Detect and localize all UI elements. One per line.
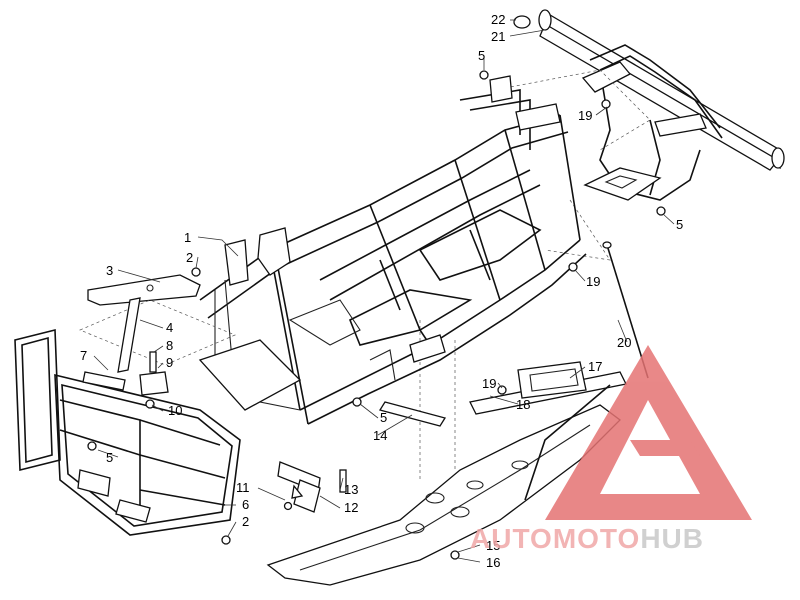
- callout-12: 12: [344, 500, 358, 515]
- callout-16: 16: [486, 555, 500, 570]
- callout-5: 5: [106, 450, 113, 465]
- callout-9: 9: [166, 355, 173, 370]
- callout-2: 2: [242, 514, 249, 529]
- callout-5: 5: [478, 48, 485, 63]
- fasteners: [87, 15, 666, 545]
- watermark-brand: AUTOMOTOHUB: [470, 523, 704, 554]
- callout-18: 18: [516, 397, 530, 412]
- callout-14: 14: [373, 428, 387, 443]
- callout-5: 5: [676, 217, 683, 232]
- callout-2: 2: [186, 250, 193, 265]
- callout-4: 4: [166, 320, 173, 335]
- callout-labels: 1 2 3 4 8 9 10 7 5 11 6 2 13 12 5 14 15 …: [80, 12, 683, 570]
- small-plate: [378, 401, 447, 427]
- leader-lines: [93, 19, 675, 563]
- mount-plate: [277, 461, 347, 513]
- front-bracket-upper: [79, 274, 236, 366]
- callout-22: 22: [491, 12, 505, 27]
- front-strut: [117, 297, 169, 409]
- front-bumper: [14, 328, 241, 536]
- callout-5: 5: [380, 410, 387, 425]
- callout-15: 15: [486, 538, 500, 553]
- side-rail: [469, 361, 627, 501]
- callout-19: 19: [586, 274, 600, 289]
- callout-20: 20: [617, 335, 631, 350]
- callout-21: 21: [491, 29, 505, 44]
- watermark-brand-part1: AUTOMOTO: [470, 523, 640, 554]
- callout-8: 8: [166, 338, 173, 353]
- callout-10: 10: [168, 403, 182, 418]
- callout-1: 1: [184, 230, 191, 245]
- support-rod: [602, 241, 649, 379]
- watermark-logo-bar: [630, 440, 700, 456]
- watermark-brand-part2: HUB: [640, 523, 704, 554]
- main-frame: [198, 75, 587, 425]
- callout-3: 3: [106, 263, 113, 278]
- rear-rack: [538, 9, 785, 201]
- callout-11: 11: [236, 480, 250, 495]
- callout-7: 7: [80, 348, 87, 363]
- callout-13: 13: [344, 482, 358, 497]
- watermark-logo-triangle: [545, 345, 752, 520]
- callout-17: 17: [588, 359, 602, 374]
- callout-6: 6: [242, 497, 249, 512]
- skid-plate: [266, 404, 621, 586]
- callout-19: 19: [578, 108, 592, 123]
- callout-19: 19: [482, 376, 496, 391]
- watermark: AUTOMOTOHUB: [470, 345, 752, 554]
